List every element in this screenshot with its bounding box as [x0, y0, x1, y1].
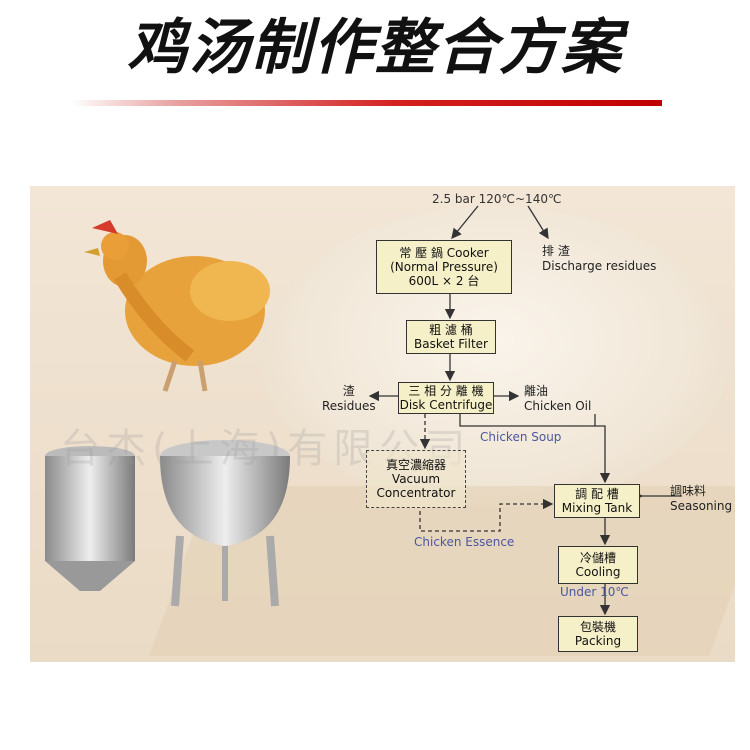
basket-tank-illustration [45, 446, 135, 591]
vacuum-concentrator-box: 真空濃縮器 Vacuum Concentrator [366, 450, 466, 508]
flow-arrows [368, 205, 682, 616]
centrifuge-en: Disk Centrifuge [399, 398, 493, 412]
packing-box: 包裝機 Packing [558, 616, 638, 652]
vacuum-en1: Vacuum [391, 472, 441, 486]
jacketed-kettle-illustration [160, 440, 290, 607]
mixing-en: Mixing Tank [561, 501, 633, 515]
mixing-tank-box: 調 配 槽 Mixing Tank [554, 484, 640, 518]
mixing-zh: 調 配 槽 [575, 487, 619, 501]
title-underline [70, 100, 662, 106]
cooker-line1: 常 壓 鍋 Cooker [399, 246, 489, 260]
residues-label: 渣 Residues [322, 384, 376, 414]
cooling-box: 冷儲槽 Cooling [558, 546, 638, 584]
oil-zh: 離油 [524, 384, 549, 398]
basket-en: Basket Filter [414, 337, 488, 351]
under-temperature-label: Under 10℃ [560, 585, 629, 599]
discharge-en: Discharge residues [542, 259, 657, 273]
chicken-illustration [84, 220, 270, 392]
cooking-condition: 2.5 bar 120℃~140℃ [432, 192, 562, 206]
cooling-en: Cooling [575, 565, 621, 579]
packing-en: Packing [574, 634, 622, 648]
discharge-zh: 排 渣 [542, 244, 570, 258]
discharge-label: 排 渣 Discharge residues [542, 244, 656, 274]
cooker-line3: 600L × 2 台 [408, 274, 480, 288]
vacuum-zh: 真空濃縮器 [385, 458, 446, 472]
basket-filter-box: 粗 濾 桶 Basket Filter [406, 320, 496, 354]
cooker-box: 常 壓 鍋 Cooker (Normal Pressure) 600L × 2 … [376, 240, 512, 294]
chicken-soup-label: Chicken Soup [480, 430, 562, 444]
seasoning-label: 調味料 Seasoning [670, 484, 732, 514]
cooling-zh: 冷儲槽 [579, 551, 616, 565]
packing-zh: 包裝機 [579, 620, 616, 634]
residues-en: Residues [322, 399, 376, 413]
process-diagram: 台杰(上海)有限公司 2.5 bar 120℃~140℃ 常 [30, 186, 735, 662]
centrifuge-box: 三 相 分 離 機 Disk Centrifuge [398, 382, 494, 414]
basket-zh: 粗 濾 桶 [429, 323, 473, 337]
seasoning-zh: 調味料 [670, 484, 707, 498]
cooker-line2: (Normal Pressure) [390, 260, 498, 274]
residues-zh: 渣 [342, 384, 355, 398]
vacuum-en2: Concentrator [376, 486, 456, 500]
chicken-essence-label: Chicken Essence [414, 535, 515, 549]
seasoning-en: Seasoning [670, 499, 733, 513]
page-title: 鸡汤制作整合方案 [127, 13, 623, 83]
oil-en: Chicken Oil [524, 399, 592, 413]
chicken-oil-label: 離油 Chicken Oil [524, 384, 591, 414]
centrifuge-zh: 三 相 分 離 機 [408, 384, 484, 398]
